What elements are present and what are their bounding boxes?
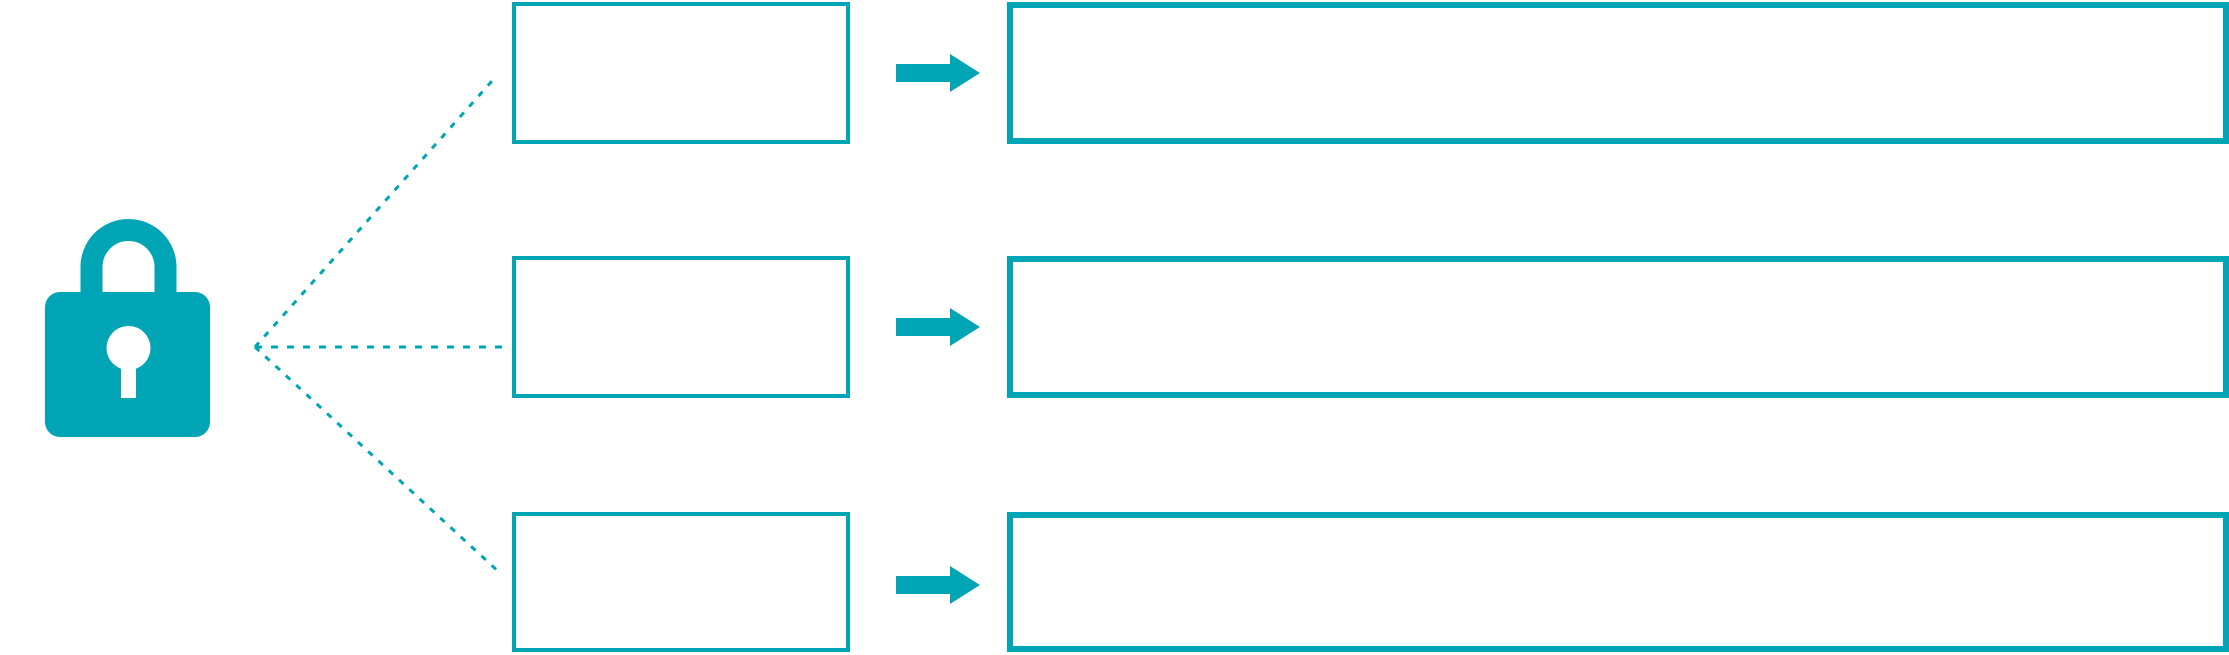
lock-icon	[45, 219, 210, 437]
arrow-shaft	[896, 576, 954, 594]
detail-box-1	[1007, 2, 2229, 144]
keyhole-circle	[106, 326, 151, 370]
lock-shackle	[80, 219, 177, 299]
arrow-head	[950, 308, 980, 346]
arrow-head	[950, 566, 980, 604]
connector-line-top	[253, 80, 494, 348]
arrow-right-icon	[896, 54, 980, 92]
category-box-2	[512, 256, 850, 398]
arrow-shaft	[896, 64, 954, 82]
keyhole-stem	[121, 360, 136, 398]
arrow-right-icon	[896, 308, 980, 346]
arrow-head	[950, 54, 980, 92]
connector-line-bottom	[253, 345, 502, 575]
arrow-shaft	[896, 318, 954, 336]
detail-box-3	[1007, 512, 2229, 652]
category-box-1	[512, 2, 850, 144]
category-box-3	[512, 512, 850, 652]
detail-box-2	[1007, 256, 2229, 398]
arrow-right-icon	[896, 566, 980, 604]
